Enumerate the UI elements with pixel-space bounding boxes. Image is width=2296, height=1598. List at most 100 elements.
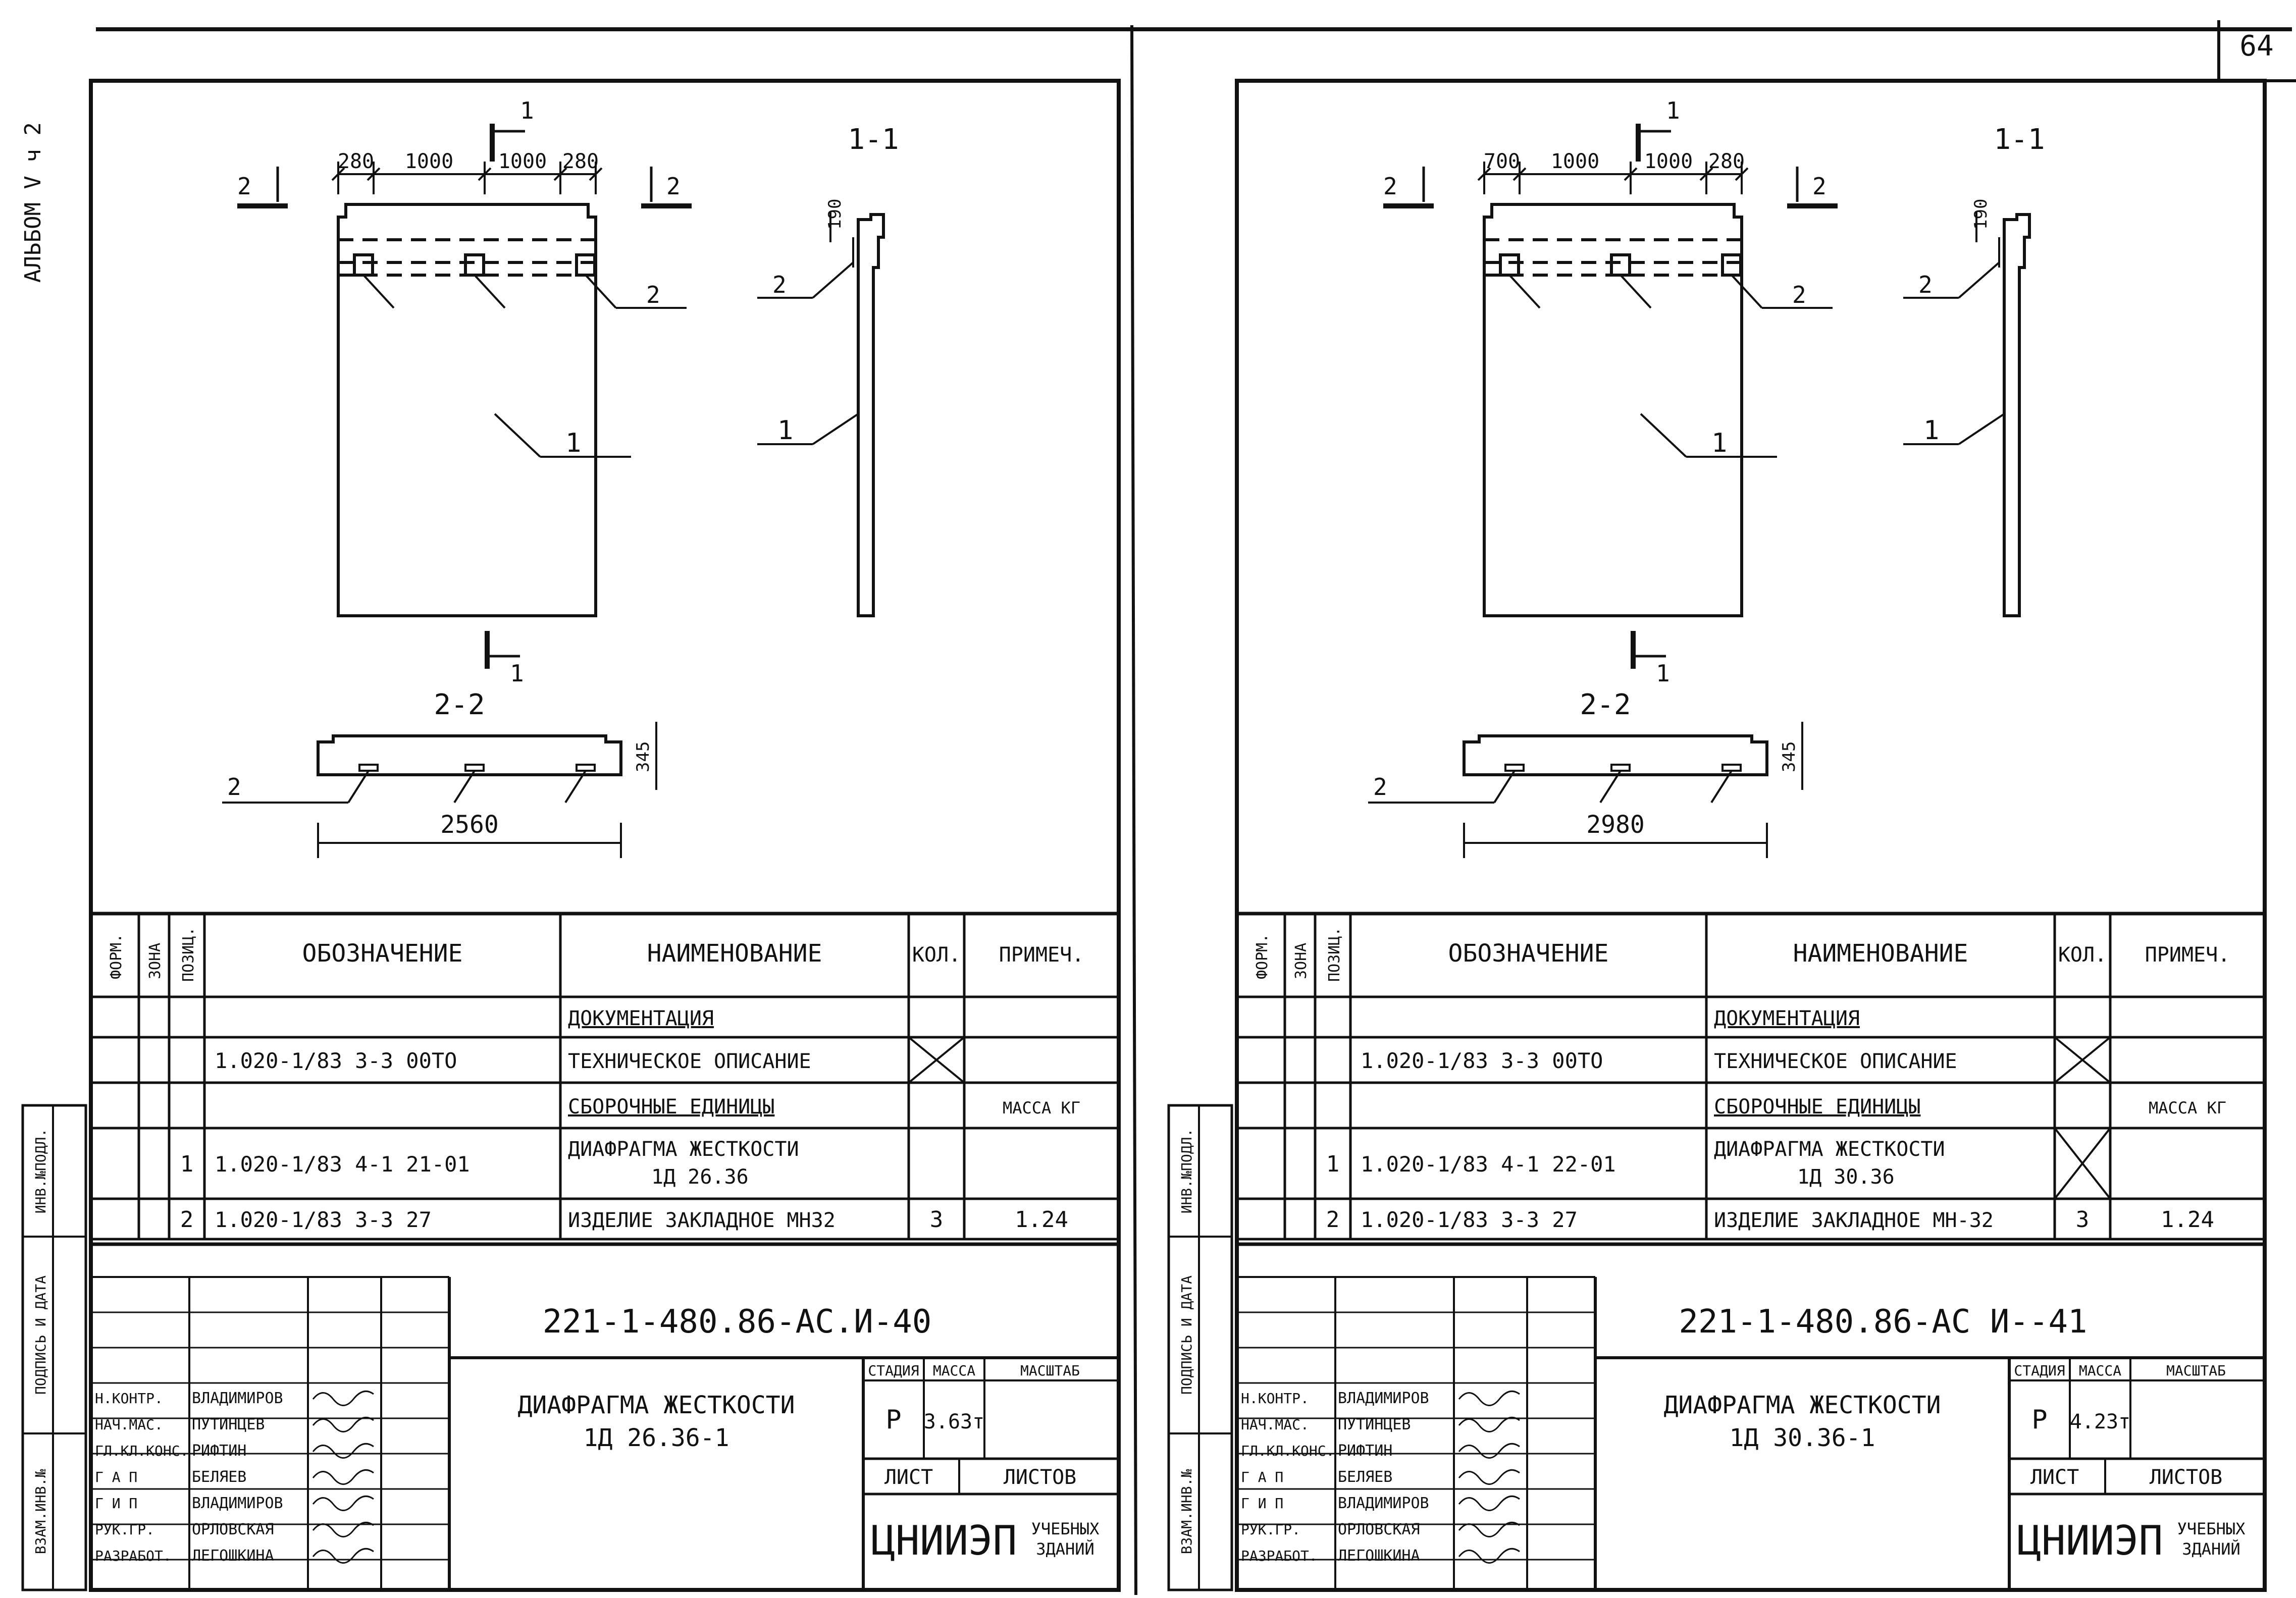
hdr-zone: ЗОНА: [1292, 943, 1310, 979]
signer-role: Г И П: [1241, 1495, 1283, 1512]
part-leader: [474, 274, 506, 309]
sect-leader-2: [812, 261, 854, 299]
row-name: ТЕХНИЧЕСКОЕ ОПИСАНИЕ: [568, 1050, 811, 1073]
leader-label-2: 2: [646, 281, 660, 308]
side-stamp-label: ИНВ.№ПОДЛ.: [32, 1129, 49, 1214]
dim-tick: [1477, 167, 1491, 181]
signature: [1458, 1443, 1520, 1459]
row-note: 1.24: [2161, 1207, 2214, 1233]
signer-name: ВЛАДИМИРОВ: [192, 1495, 283, 1512]
page-number: 64: [2239, 30, 2273, 63]
signature: [1458, 1548, 1520, 1564]
sect-label-2: 2: [772, 271, 787, 298]
hdr-designation: ОБОЗНАЧЕНИЕ: [302, 939, 463, 968]
dim-top-value: 280: [338, 150, 374, 173]
scale-label: МАСШТАБ: [2166, 1362, 2226, 1379]
dim-top-value: 1000: [1644, 150, 1693, 173]
cut-label-1-top: 1: [1666, 97, 1680, 124]
org-name: ЦНИИЭП: [871, 1517, 1017, 1564]
signer-role: ГЛ.КЛ.КОНС.: [95, 1443, 188, 1459]
section-2-2-title: 2-2: [434, 688, 485, 721]
cross-cell-b: [2054, 1036, 2111, 1084]
sect22-leader: [1599, 770, 1622, 804]
row-designation: 1.020-1/83 3-3 27: [1361, 1207, 1578, 1232]
title-name2: 1Д 26.36-1: [584, 1424, 729, 1452]
row-name: ТЕХНИЧЕСКОЕ ОПИСАНИЕ: [1714, 1050, 1957, 1073]
sheets-label: ЛИСТОВ: [2150, 1466, 2223, 1489]
panel-outline: [337, 203, 597, 617]
dim-top-value: 280: [562, 150, 599, 173]
signer-role: РУК.ГР.: [1241, 1521, 1300, 1538]
mass-value: 3.63т: [924, 1410, 984, 1433]
cross-cell-b: [2054, 1127, 2111, 1200]
hdr-qty: КОЛ.: [2058, 943, 2107, 967]
title-code: 221-1-480.86-АС.И-40: [543, 1303, 932, 1341]
dim-tick: [1512, 167, 1527, 181]
embedded-part: [1499, 253, 1520, 277]
part-leader: [1620, 274, 1652, 309]
signer-name: ПУТИНЦЕВ: [192, 1416, 265, 1433]
mass-label: МАССА: [2079, 1362, 2121, 1379]
section-part: [358, 764, 379, 772]
embedded-part: [1610, 253, 1631, 277]
section-1-1-outline: [2003, 213, 2031, 617]
signer-name: БЕЛЯЕВ: [192, 1468, 246, 1486]
signer-role: РАЗРАБОТ.: [1241, 1548, 1318, 1564]
signer-name: ВЛАДИМИРОВ: [1338, 1495, 1429, 1512]
dim-tick: [553, 167, 567, 181]
dim-tick: [478, 167, 492, 181]
row-name: СБОРОЧНЫЕ ЕДИНИЦЫ: [568, 1095, 774, 1118]
row-note: 1.24: [1015, 1207, 1068, 1233]
side-stamp-label: ПОДПИСЬ И ДАТА: [1178, 1275, 1195, 1395]
embedded-part: [1721, 253, 1742, 277]
row-designation: 1.020-1/83 3-3 00ТО: [215, 1048, 457, 1073]
stage-label: СТАДИЯ: [868, 1362, 919, 1379]
embedded-part: [575, 253, 596, 277]
sect-leader-1: [1958, 413, 2005, 445]
row-qty: 3: [930, 1207, 944, 1233]
signer-role: ГЛ.КЛ.КОНС.: [1241, 1443, 1334, 1459]
row-name: ДИАФРАГМА ЖЕСТКОСТИ: [568, 1138, 799, 1161]
panel-leader: [1640, 413, 1687, 458]
panel-outline: [1483, 203, 1743, 617]
signature: [312, 1548, 374, 1564]
title-name2: 1Д 30.36-1: [1730, 1424, 1875, 1452]
sect-leader-1: [812, 413, 859, 445]
cut-label-2-right: 2: [1812, 173, 1827, 200]
dim-top-value: 1000: [498, 150, 547, 173]
signer-role: Г И П: [95, 1495, 137, 1512]
part-leader: [362, 274, 395, 309]
section-1-1-outline: [857, 213, 885, 617]
dim-345: 345: [633, 741, 653, 772]
row-name2: 1Д 30.36: [1797, 1165, 1895, 1189]
signature: [312, 1495, 374, 1511]
row-name: ДИАФРАГМА ЖЕСТКОСТИ: [1714, 1138, 1945, 1161]
org-sub2: ЗДАНИЙ: [1036, 1539, 1094, 1559]
leader-label-1: 1: [565, 428, 581, 458]
cut-label-1-bottom: 1: [510, 660, 524, 687]
leader-label-2: 2: [1792, 281, 1806, 308]
album-label: АЛЬБОМ V ч 2: [20, 122, 46, 283]
org-name: ЦНИИЭП: [2017, 1517, 2163, 1564]
signature: [312, 1521, 374, 1537]
row-pos: 1: [180, 1151, 194, 1177]
signer-role: РАЗРАБОТ.: [95, 1548, 172, 1564]
signer-name: ВЛАДИМИРОВ: [192, 1390, 283, 1407]
dim-345: 345: [1779, 741, 1799, 772]
signer-name: ЛЕГОШКИНА: [1338, 1547, 1420, 1565]
hdr-note: ПРИМЕЧ.: [2145, 943, 2230, 967]
signer-name: РИФТИН: [192, 1442, 246, 1460]
stage-label: СТАДИЯ: [2014, 1362, 2065, 1379]
signature: [312, 1443, 374, 1459]
dim-bottom: 2560: [440, 811, 499, 839]
panel-leader: [494, 413, 541, 458]
cross-cell-b: [908, 1036, 965, 1084]
cut-label-1-bottom: 1: [1656, 660, 1670, 687]
signature: [312, 1416, 374, 1432]
signer-name: ОРЛОВСКАЯ: [192, 1521, 274, 1538]
hdr-designation: ОБОЗНАЧЕНИЕ: [1448, 939, 1609, 968]
dim-tick: [1624, 167, 1638, 181]
dim-190: 190: [825, 199, 845, 230]
dim-tick: [331, 167, 345, 181]
